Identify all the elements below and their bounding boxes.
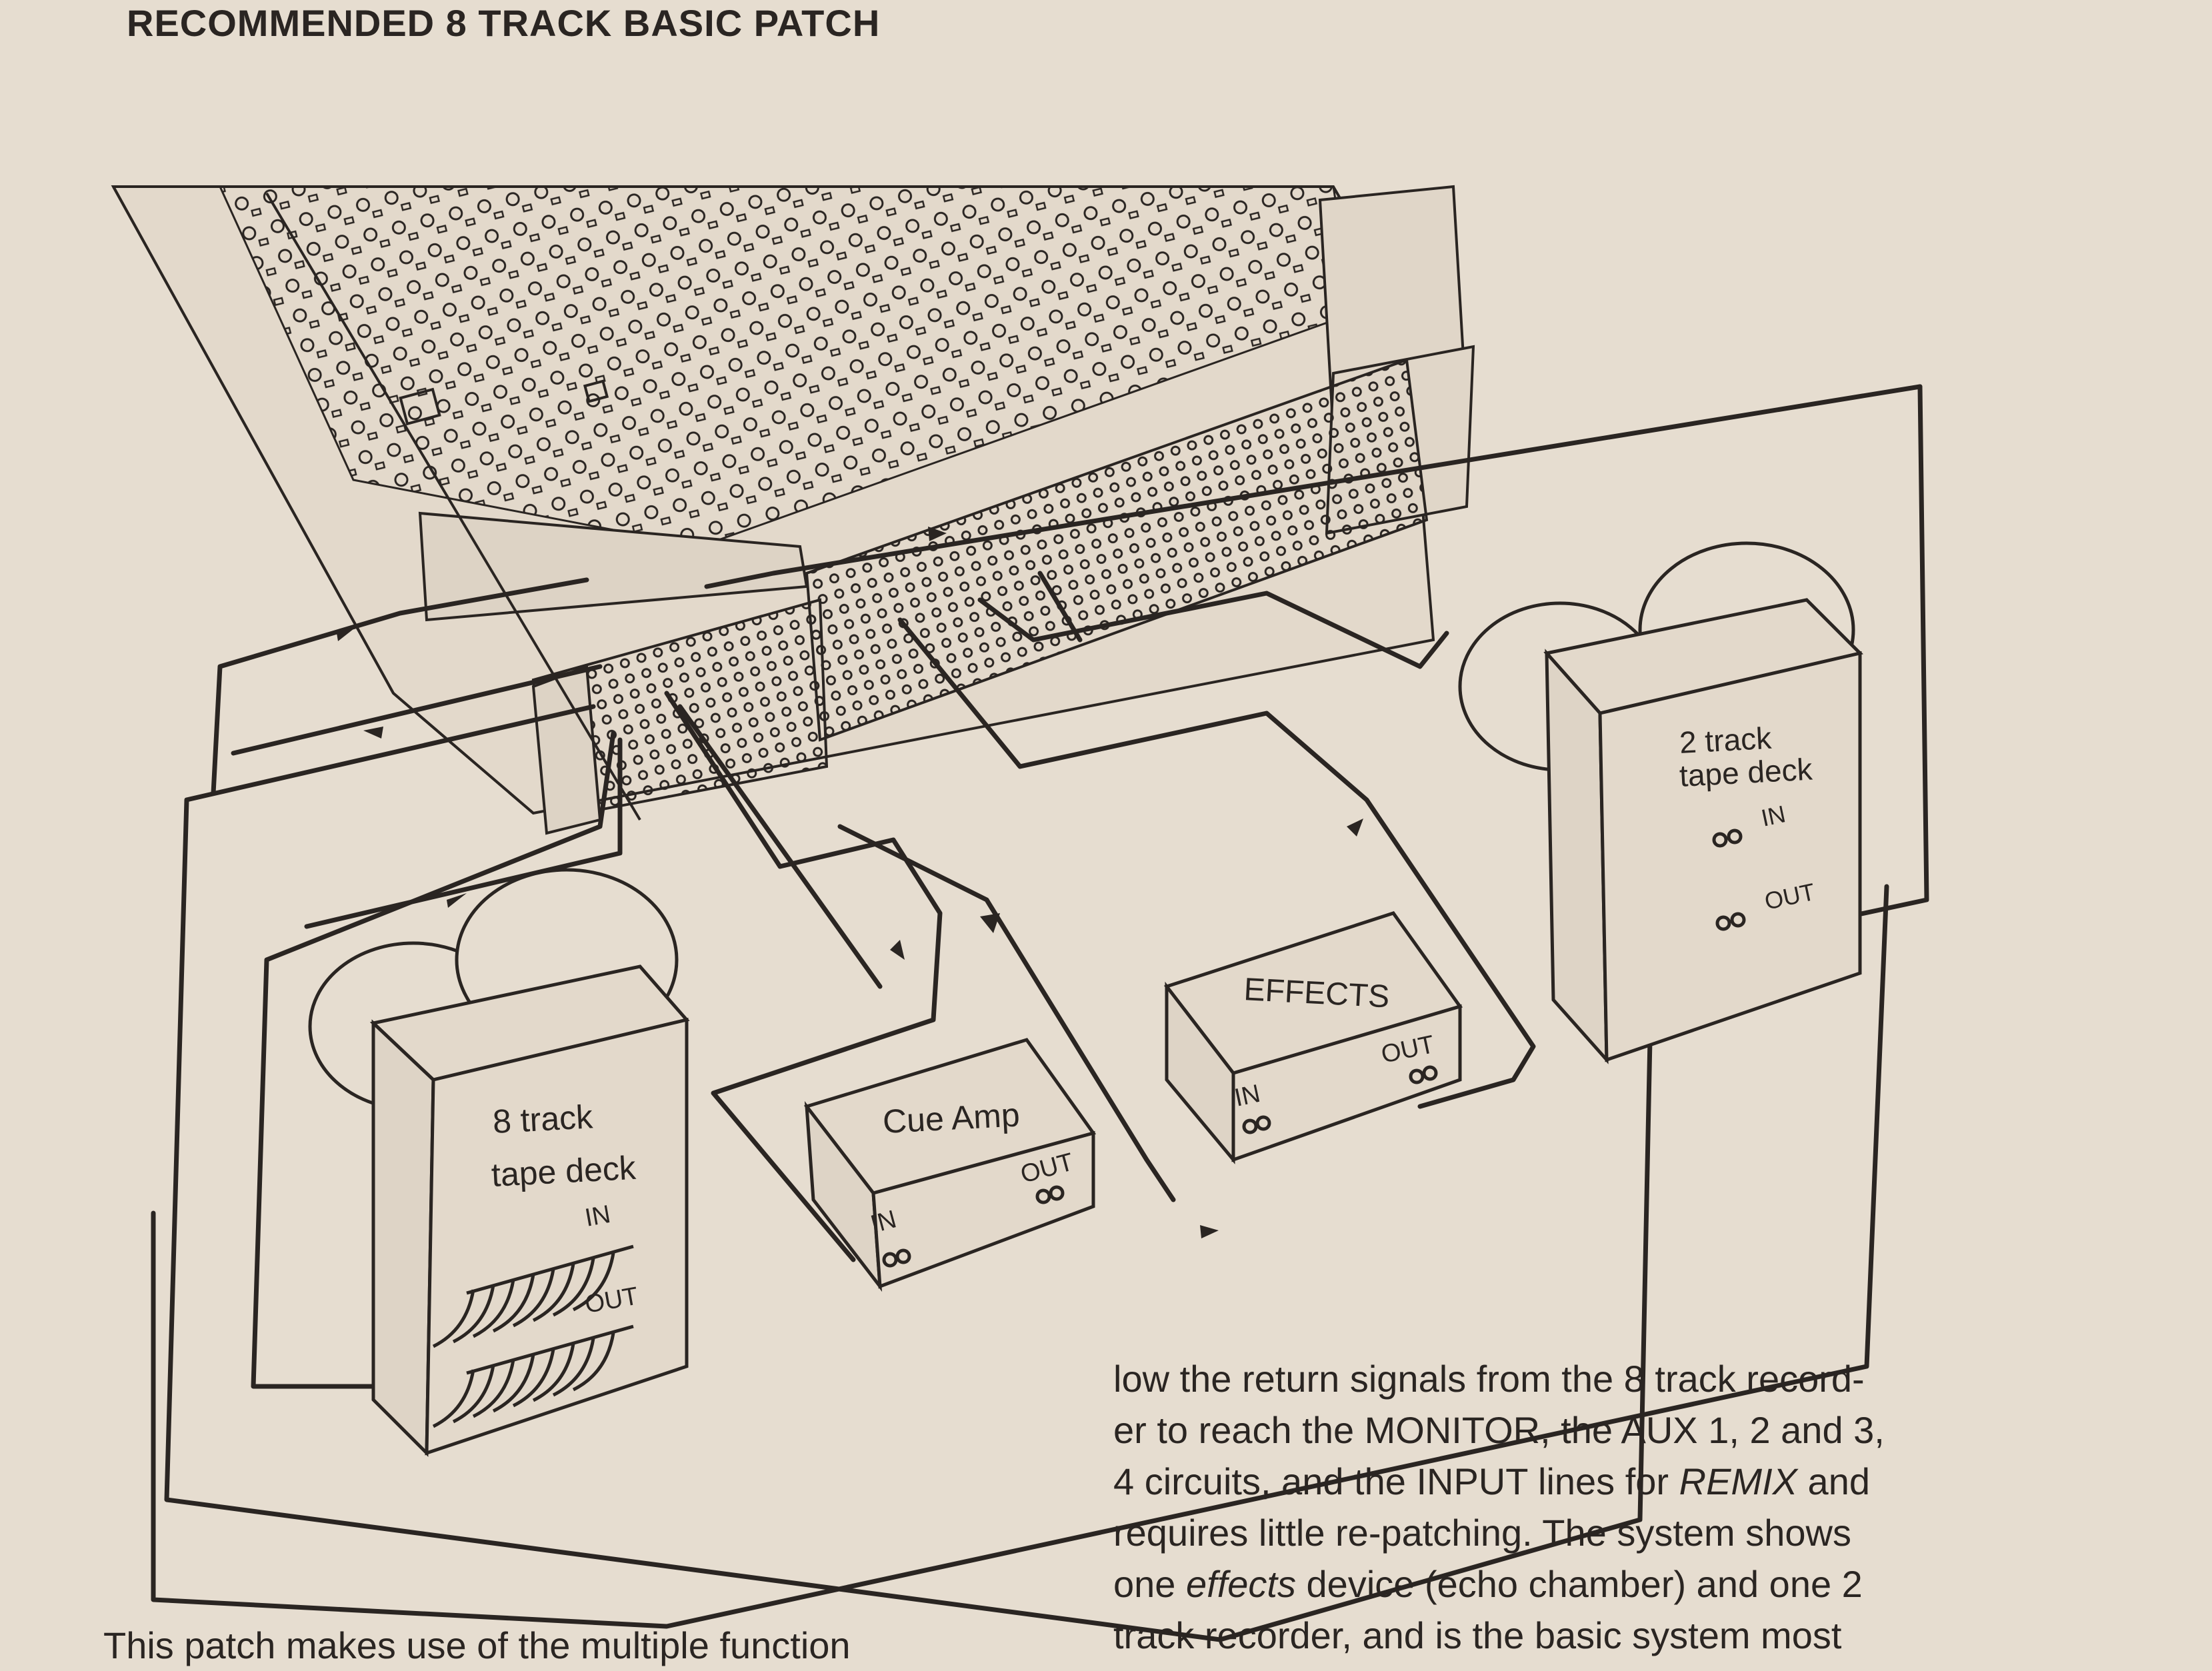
effects-in-label: IN bbox=[1232, 1080, 1263, 1112]
patch-cables bbox=[151, 384, 1929, 1642]
body-text-left-column: This patch makes use of the multiple fun… bbox=[103, 1620, 1050, 1671]
body-text-right-column: low the return signals from the 8 track … bbox=[1113, 1353, 2047, 1661]
body-line: low the return signals from the 8 track … bbox=[1113, 1358, 1865, 1400]
effects-box bbox=[1163, 911, 1463, 1164]
body-line: 4 circuits, and the INPUT lines for REMI… bbox=[1113, 1456, 2047, 1507]
eight-track-name-line2: tape deck bbox=[491, 1149, 637, 1194]
body-line: er to reach the MONITOR, the AUX 1, 2 an… bbox=[1113, 1409, 1885, 1451]
body-span: one bbox=[1113, 1563, 1186, 1605]
cable-arrows bbox=[337, 527, 1363, 1238]
cue-amp-box bbox=[803, 1038, 1097, 1292]
cue-amp-connectors bbox=[882, 1185, 1065, 1268]
mixing-console bbox=[111, 185, 1475, 835]
eight-track-in-label: IN bbox=[583, 1200, 613, 1232]
two-track-in-label: IN bbox=[1759, 800, 1788, 832]
effects-name: EFFECTS bbox=[1243, 972, 1390, 1014]
body-italic: effects bbox=[1186, 1563, 1296, 1605]
body-line: track recorder, and is the basic system … bbox=[1113, 1614, 1842, 1656]
body-italic: REMIX bbox=[1679, 1460, 1797, 1502]
eight-track-tape-deck bbox=[308, 868, 690, 1457]
two-track-name-line2: tape deck bbox=[1679, 752, 1814, 793]
body-span: and bbox=[1797, 1460, 1870, 1502]
body-span: 4 circuits, and the INPUT lines for bbox=[1113, 1460, 1679, 1502]
two-track-connectors bbox=[1712, 829, 1746, 931]
two-track-tape-deck bbox=[1458, 541, 1863, 1064]
cue-amp-name: Cue Amp bbox=[882, 1096, 1021, 1140]
page-title: RECOMMENDED 8 TRACK BASIC PATCH bbox=[127, 2, 881, 44]
body-span: device (echo chamber) and one 2 bbox=[1295, 1563, 1863, 1605]
two-track-name-line1: 2 track bbox=[1679, 721, 1773, 760]
body-line: requires little re-patching. The system … bbox=[1113, 1512, 1851, 1554]
body-line: one effects device (echo chamber) and on… bbox=[1113, 1558, 2047, 1610]
effects-connectors bbox=[1242, 1065, 1438, 1134]
eight-track-connectors bbox=[432, 1244, 634, 1428]
eight-track-name-line1: 8 track bbox=[492, 1098, 595, 1140]
body-line: This patch makes use of the multiple fun… bbox=[103, 1624, 851, 1666]
